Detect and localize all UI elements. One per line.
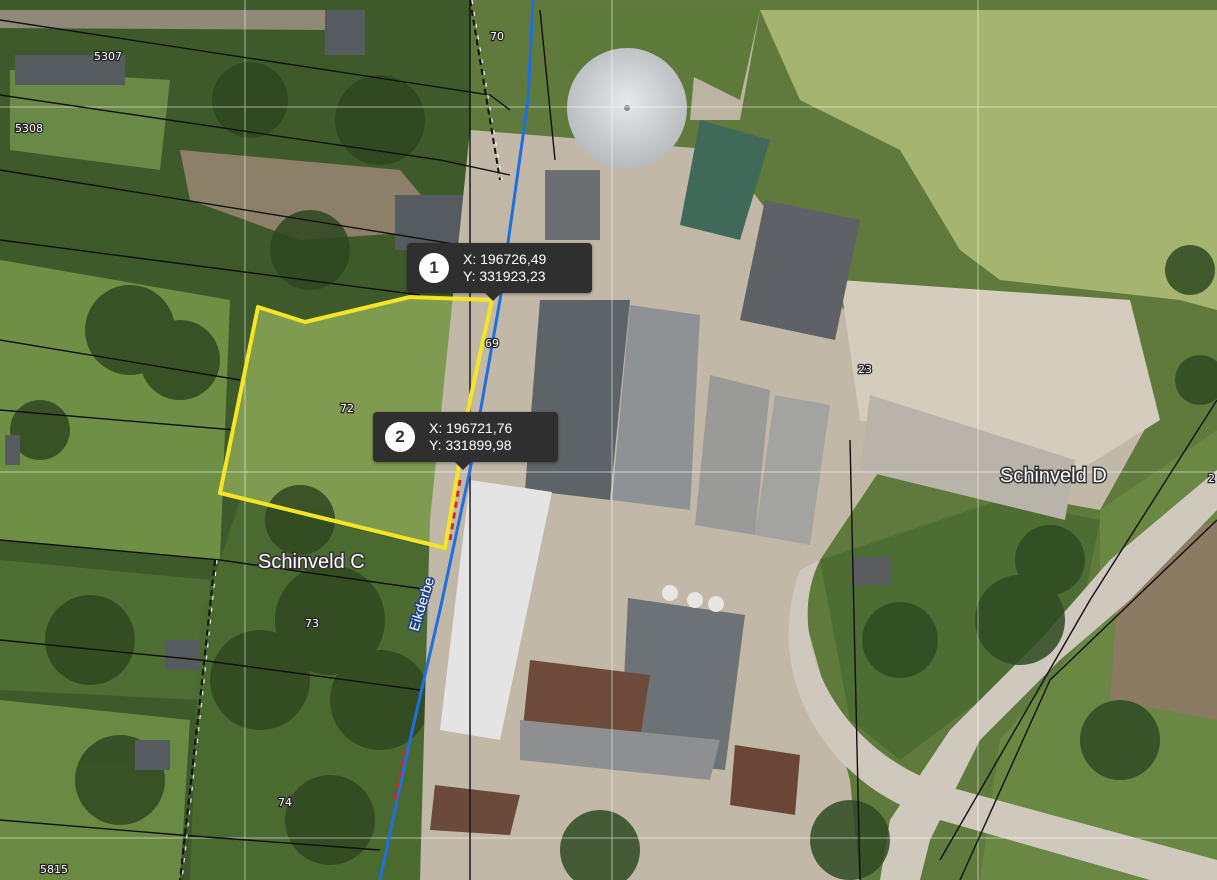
- marker-x-coordinate: X: 196721,76: [429, 420, 513, 436]
- marker-x-coordinate: X: 196726,49: [463, 251, 547, 267]
- parcel-label-72: 72: [340, 402, 354, 415]
- place-label-schinveld-d: Schinveld D: [1000, 465, 1107, 487]
- marker-coordinates: X: 196726,49 Y: 331923,23: [463, 251, 546, 285]
- parcel-label-5308: 5308: [15, 122, 43, 135]
- parcel-label-69: 69: [485, 337, 499, 350]
- selected-parcel-outline: [218, 295, 494, 550]
- parcel-label-5815: 5815: [40, 863, 68, 876]
- parcel-label-73: 73: [305, 617, 319, 630]
- edge-label: 2: [1208, 472, 1215, 485]
- measurement-marker-1[interactable]: 1 X: 196726,49 Y: 331923,23: [407, 243, 592, 301]
- marker-coordinates: X: 196721,76 Y: 331899,98: [429, 420, 512, 454]
- measurement-marker-2[interactable]: 2 X: 196721,76 Y: 331899,98: [373, 412, 558, 470]
- parcel-label-70: 70: [490, 30, 504, 43]
- parcel-label-74: 74: [278, 796, 292, 809]
- marker-y-coordinate: Y: 331899,98: [429, 437, 512, 453]
- place-label-schinveld-c: Schinveld C: [258, 551, 365, 573]
- parcel-label-23: 23: [858, 363, 872, 376]
- marker-y-coordinate: Y: 331923,23: [463, 268, 546, 284]
- parcel-label-5307: 5307: [94, 50, 122, 63]
- marker-number-badge: 1: [419, 253, 449, 283]
- marker-number-badge: 2: [385, 422, 415, 452]
- watercourse-line: [378, 0, 535, 880]
